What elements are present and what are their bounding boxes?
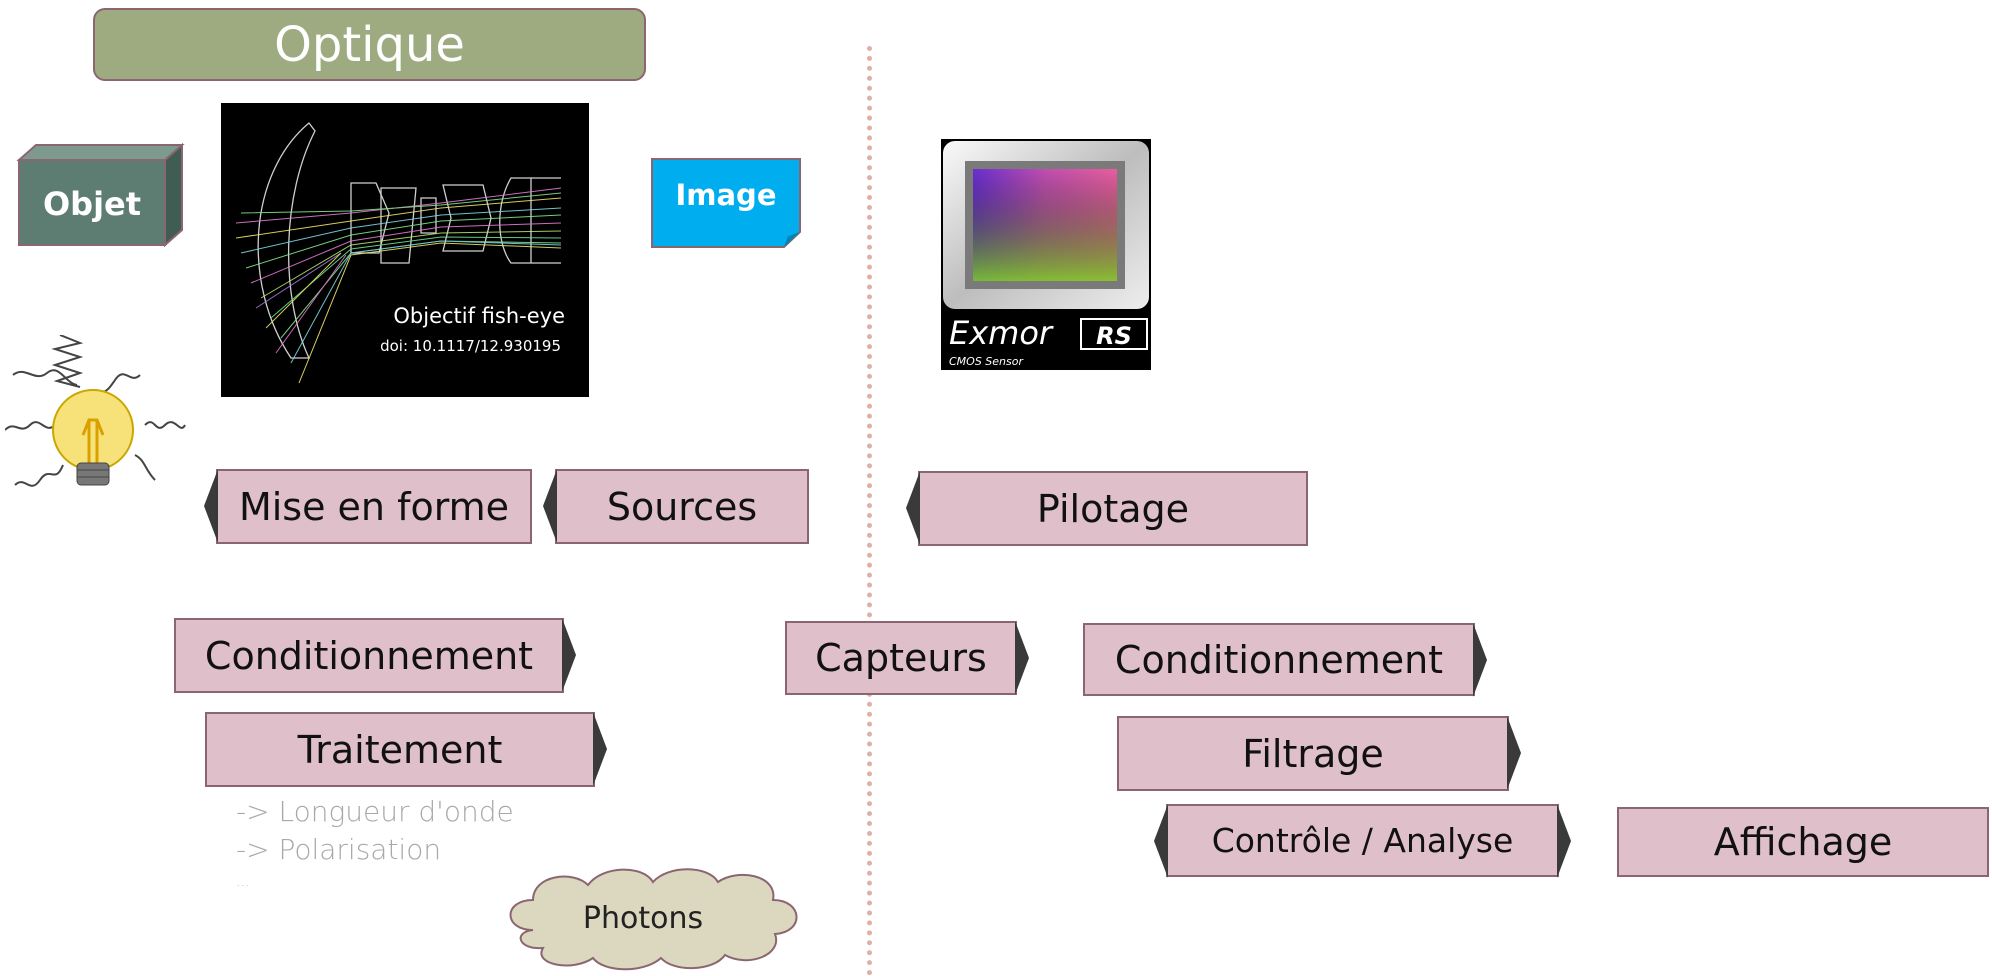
left-arrow-icon	[1154, 804, 1168, 878]
image-tag: Image	[651, 158, 801, 248]
filtrage-label: Filtrage	[1242, 731, 1384, 776]
note-polarisation: -> Polarisation	[236, 833, 442, 866]
image-label: Image	[675, 178, 776, 212]
light-bulb-icon	[5, 335, 186, 487]
capteurs-label: Capteurs	[815, 636, 987, 680]
page-title: Optique	[93, 8, 646, 81]
right-arrow-icon	[1473, 623, 1487, 697]
sensor-badge: RS	[1096, 322, 1132, 350]
sources-block: Sources	[543, 469, 809, 544]
conditionnement-left-block: Conditionnement	[174, 618, 576, 693]
controle-analyse-label: Contrôle / Analyse	[1211, 821, 1514, 860]
affichage-label: Affichage	[1713, 820, 1893, 864]
left-arrow-icon	[906, 471, 920, 545]
fisheye-lens-image: Objectif fish-eye doi: 10.1117/12.930195	[221, 103, 589, 397]
exmor-sensor-image: Exmor RS CMOS Sensor	[941, 139, 1151, 370]
affichage-block: Affichage	[1617, 807, 1989, 877]
photons-label: Photons	[583, 901, 703, 936]
note-longueur-onde: -> Longueur d'onde	[236, 795, 514, 828]
lens-doi: doi: 10.1117/12.930195	[380, 337, 561, 355]
mise-en-forme-block: Mise en forme	[204, 469, 532, 544]
photons-cloud: Photons	[509, 868, 798, 971]
left-arrow-icon	[204, 469, 218, 543]
left-arrow-icon	[543, 469, 557, 543]
controle-analyse-block: Contrôle / Analyse	[1154, 804, 1571, 878]
conditionnement-left-label: Conditionnement	[204, 633, 534, 678]
filtrage-block: Filtrage	[1117, 716, 1521, 791]
right-arrow-icon	[593, 712, 607, 786]
section-divider	[867, 46, 872, 976]
lens-ray-diagram: Objectif fish-eye doi: 10.1117/12.930195	[235, 122, 565, 384]
right-arrow-icon	[1507, 716, 1521, 790]
sensor-chip-graphic: Exmor RS CMOS Sensor	[943, 141, 1149, 368]
sensor-subtitle: CMOS Sensor	[949, 355, 1024, 368]
sensor-brand: Exmor	[949, 314, 1054, 352]
right-arrow-icon	[1557, 804, 1571, 878]
objet-box: Objet	[16, 143, 185, 248]
conditionnement-right-block: Conditionnement	[1083, 623, 1487, 697]
traitement-label: Traitement	[297, 727, 503, 772]
mise-en-forme-label: Mise en forme	[238, 484, 510, 529]
lens-caption: Objectif fish-eye	[393, 304, 565, 328]
traitement-block: Traitement	[205, 712, 607, 787]
capteurs-block: Capteurs	[785, 621, 1029, 695]
right-arrow-icon	[1015, 621, 1029, 695]
pilotage-block: Pilotage	[906, 471, 1308, 546]
note-ellipsis: ...	[236, 874, 250, 890]
sources-label: Sources	[606, 484, 758, 529]
right-arrow-icon	[562, 618, 576, 692]
pilotage-label: Pilotage	[1036, 486, 1190, 531]
objet-label: Objet	[43, 185, 141, 223]
conditionnement-right-label: Conditionnement	[1114, 637, 1444, 682]
